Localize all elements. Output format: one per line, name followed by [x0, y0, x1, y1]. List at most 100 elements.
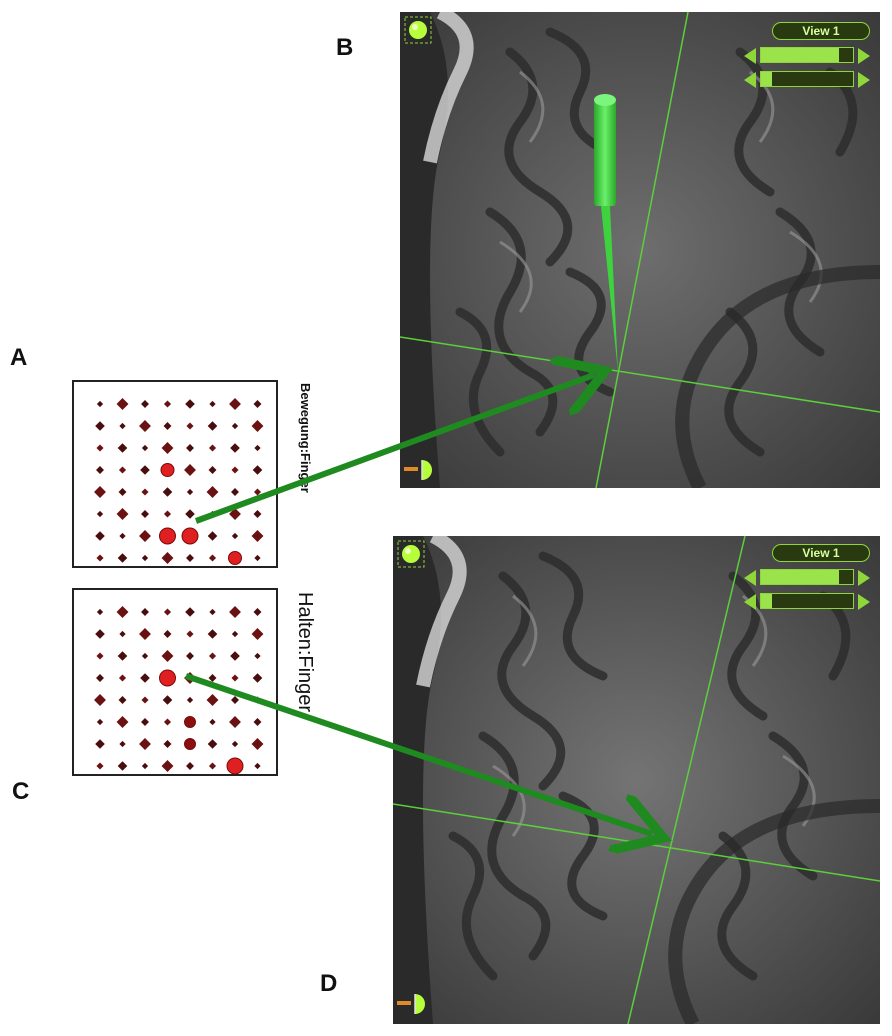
electrode-dot [253, 400, 262, 408]
electrode-dot [208, 674, 217, 682]
electrode-dot [185, 509, 195, 519]
electrode-dot [140, 465, 150, 475]
grid-a-condition-label: Bewegung:Finger [298, 383, 313, 493]
electrode-dot [162, 487, 173, 497]
mri-viewer-b[interactable]: View 1 [400, 12, 880, 488]
half-circle-icon[interactable] [404, 458, 436, 482]
electrode-dot [119, 740, 126, 748]
electrode-dot [116, 716, 129, 728]
electrode-dot [229, 398, 241, 410]
electrode-dot [209, 718, 216, 726]
electrode-dot [186, 444, 194, 452]
electrode-dot [118, 488, 127, 496]
electrode-dot [252, 465, 263, 475]
electrode-dot [163, 718, 172, 726]
half-circle-icon[interactable] [397, 992, 429, 1016]
electrode-dot [116, 508, 129, 520]
electrode-dot [186, 762, 194, 770]
electrode-dot [231, 674, 239, 682]
electrode-dot [253, 696, 262, 704]
electrode-highlight [181, 527, 199, 545]
electrode-dot [119, 630, 126, 638]
electrode-dot [254, 652, 261, 660]
electrode-dot [141, 762, 149, 770]
electrode-dot [229, 508, 241, 520]
electrode-dot [207, 629, 218, 639]
electrode-dot [163, 510, 172, 518]
electrode-dot [95, 739, 105, 749]
electrode-dot [139, 530, 151, 542]
electrode-dot [231, 740, 239, 748]
electrode-dot [254, 554, 261, 562]
electrode-dot [96, 674, 104, 682]
electrode-dot [117, 553, 128, 563]
electrode-dot [251, 738, 264, 750]
electrode-dot [229, 606, 241, 618]
electrode-dot [208, 762, 217, 770]
view-slider-2[interactable] [744, 70, 870, 90]
electrode-dot [161, 650, 174, 662]
panel-label-d: D [320, 970, 338, 997]
electrode-dot [96, 718, 104, 726]
electrode-dot [186, 652, 194, 660]
electrode-dot [207, 531, 218, 541]
electrode-dot [253, 718, 262, 726]
view-slider-1[interactable] [744, 46, 870, 66]
electrode-dot [251, 628, 264, 640]
electrode-dot [251, 420, 264, 432]
view-selector[interactable]: View 1 [772, 544, 870, 562]
electrode-dot [141, 400, 149, 408]
electrode-dot [206, 486, 219, 498]
electrode-dot [208, 554, 217, 562]
electrode-dot [95, 629, 105, 639]
electrode-dot [253, 488, 262, 496]
electrode-dot [231, 422, 239, 430]
electrode-dot [141, 488, 149, 496]
electrode-dot [141, 554, 149, 562]
electrode-grid-c [72, 588, 278, 776]
electrode-dot [141, 444, 149, 452]
electrode-dot [119, 532, 126, 540]
electrode-dot [139, 738, 151, 750]
panel-label-c: C [12, 778, 30, 805]
electrode-dot [208, 444, 217, 452]
electrode-dot [118, 466, 127, 474]
electrode-dot [161, 760, 174, 772]
view-slider-2[interactable] [744, 592, 870, 612]
electrode-highlight [184, 738, 196, 750]
electrode-highlight [159, 527, 176, 545]
electrode-dot [96, 554, 104, 562]
electrode-dot [230, 443, 240, 453]
electrode-highlight [159, 669, 176, 687]
electrode-dot [96, 466, 104, 474]
electrode-grid-a-plot [94, 398, 264, 565]
electrode-dot [116, 606, 129, 618]
electrode-dot [96, 762, 104, 770]
electrode-dot [96, 400, 104, 408]
electrode-dot [231, 488, 239, 496]
sphere-icon[interactable] [404, 16, 432, 44]
electrode-dot [163, 608, 172, 616]
electrode-dot [231, 630, 239, 638]
electrode-dot [186, 554, 194, 562]
electrode-highlight [184, 716, 196, 728]
grid-c-condition-label: Halten:Finger [294, 592, 316, 713]
electrode-dot [186, 422, 194, 430]
electrode-dot [95, 421, 105, 431]
electrode-dot [117, 651, 128, 661]
electrode-dot [118, 674, 127, 682]
electrode-dot [209, 510, 216, 518]
electrode-dot [185, 399, 195, 409]
electrode-dot [118, 696, 127, 704]
view-slider-1[interactable] [744, 568, 870, 588]
electrode-dot [141, 652, 149, 660]
electrode-dot [253, 608, 262, 616]
panel-label-a: A [10, 344, 28, 371]
mri-viewer-d[interactable]: View 1 [393, 536, 880, 1024]
view-selector[interactable]: View 1 [772, 22, 870, 40]
electrode-dot [231, 466, 239, 474]
sphere-icon[interactable] [397, 540, 425, 568]
electrode-dot [209, 608, 216, 616]
electrode-dot [231, 532, 239, 540]
electrode-dot [96, 444, 104, 452]
